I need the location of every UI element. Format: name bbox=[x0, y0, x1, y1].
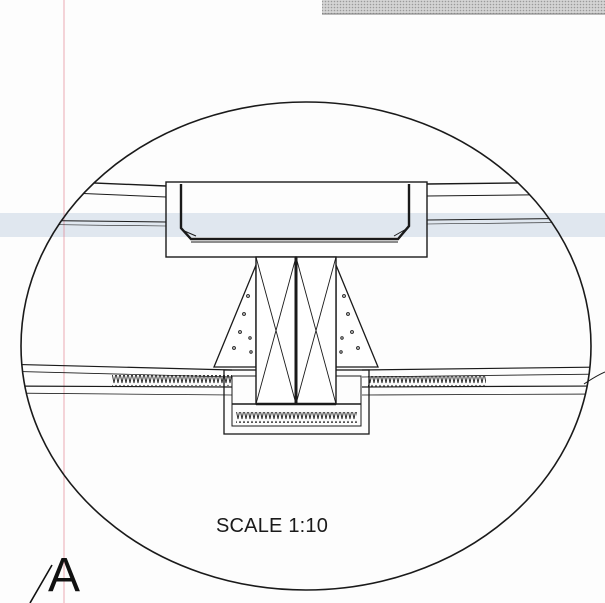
insulation-left bbox=[21, 363, 233, 396]
triangle-block-left bbox=[213, 264, 257, 368]
scale-label: SCALE 1:10 bbox=[216, 515, 329, 537]
insulation-right bbox=[361, 366, 591, 396]
leader-line bbox=[583, 371, 605, 385]
triangle-block-right bbox=[335, 264, 379, 368]
detail-reference-letter: A bbox=[48, 549, 81, 602]
detail-circle bbox=[20, 101, 592, 591]
timber-studs bbox=[255, 256, 337, 406]
title-block-shading bbox=[322, 0, 605, 14]
section-mark-stroke bbox=[29, 564, 53, 603]
